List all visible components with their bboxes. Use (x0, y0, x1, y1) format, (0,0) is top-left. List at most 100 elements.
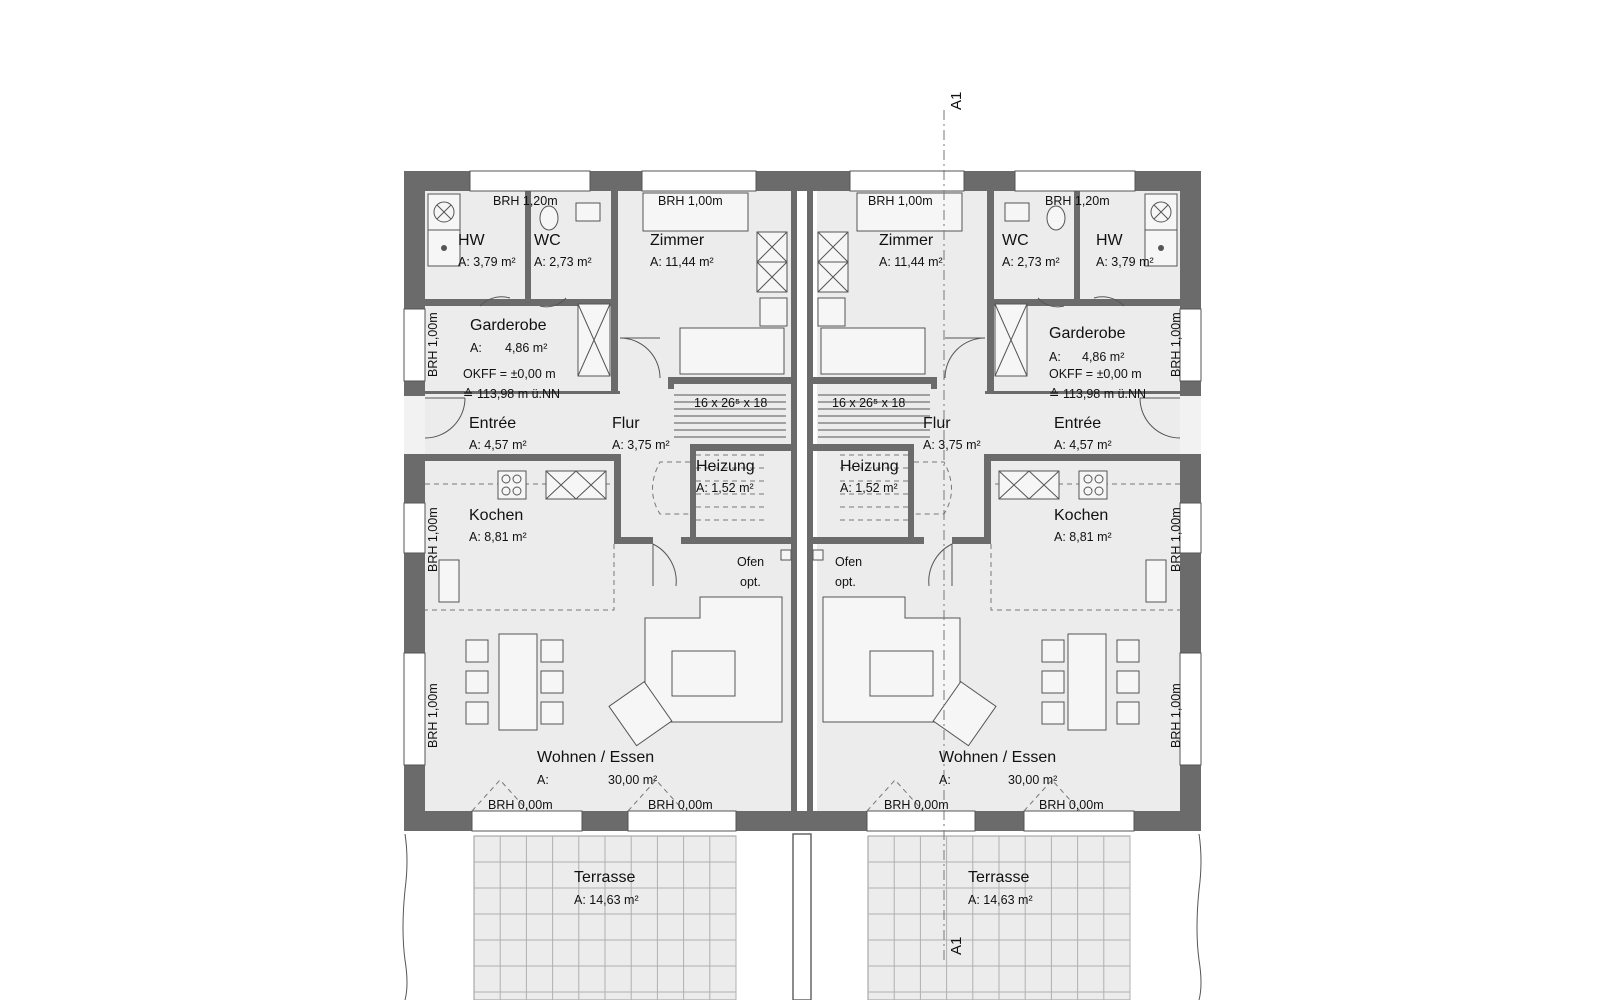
stove-label: Ofen (737, 555, 764, 569)
room-area: 4,86 m² (1082, 350, 1124, 364)
ground-edge-left (402, 833, 408, 1000)
room-name: Garderobe (470, 317, 547, 334)
sink-right (1004, 202, 1030, 222)
terrace-tiles (474, 836, 1131, 1000)
room-area: 4,86 m² (505, 341, 547, 355)
room-name: Flur (612, 415, 640, 432)
room-area: 30,00 m² (1008, 773, 1057, 787)
stair-spec: 16 x 26⁵ x 18 (832, 396, 905, 410)
room-name: Kochen (469, 507, 523, 524)
room-name: Terrasse (968, 869, 1029, 886)
party-wall-a (791, 191, 797, 811)
brh-label: BRH 1,20m (1045, 194, 1110, 208)
stairs (674, 394, 930, 521)
room-area: A: 1,52 m² (696, 481, 754, 495)
sea-level: ≙ 113,98 m ü.NN (463, 387, 560, 401)
room-area: A: 2,73 m² (1002, 255, 1060, 269)
room-area: A: 8,81 m² (1054, 530, 1112, 544)
brh-label: BRH 1,00m (426, 683, 440, 748)
unit-left-labels: BRH 1,20m BRH 1,00m HW A: 3,79 m² WC A: … (426, 194, 767, 907)
room-area: A: 1,52 m² (840, 481, 898, 495)
room-area: A: 3,75 m² (612, 438, 670, 452)
wall-south (404, 811, 1201, 831)
brh-label: BRH 0,00m (488, 798, 553, 812)
room-area: A: 14,63 m² (968, 893, 1033, 907)
stove-label: opt. (740, 575, 761, 589)
room-name: Flur (923, 415, 951, 432)
dining-table-right (1067, 633, 1107, 731)
stair-spec: 16 x 26⁵ x 18 (694, 396, 767, 410)
desk-left (642, 192, 749, 232)
toilet-left (539, 205, 559, 231)
room-area: A: 2,73 m² (534, 255, 592, 269)
stove-label: Ofen (835, 555, 862, 569)
room-area: 30,00 m² (608, 773, 657, 787)
room-area: A: 3,79 m² (458, 255, 516, 269)
room-area: A: 3,75 m² (923, 438, 981, 452)
bed-right (820, 327, 926, 375)
dining-table-left (498, 633, 538, 731)
room-area-prefix: A: (939, 773, 951, 787)
terraces (402, 833, 1202, 1000)
room-name: Wohnen / Essen (939, 749, 1056, 766)
brh-label: BRH 0,00m (884, 798, 949, 812)
room-name: Entrée (1054, 415, 1101, 432)
room-area: A: 14,63 m² (574, 893, 639, 907)
room-name: Heizung (840, 458, 899, 475)
brh-label: BRH 1,00m (426, 312, 440, 377)
room-name: Heizung (696, 458, 755, 475)
hob-right (1078, 470, 1108, 500)
windows (403, 170, 1202, 832)
brh-label: BRH 1,00m (1169, 683, 1183, 748)
room-area: A: 11,44 m² (879, 255, 943, 269)
brh-label: BRH 1,00m (1169, 312, 1183, 377)
brh-label: BRH 1,00m (868, 194, 933, 208)
room-area: A: 11,44 m² (650, 255, 714, 269)
room-name: WC (1002, 232, 1029, 249)
brh-label: BRH 0,00m (648, 798, 713, 812)
brh-label: BRH 1,20m (493, 194, 558, 208)
stove-label: opt. (835, 575, 856, 589)
room-area: A: 4,57 m² (469, 438, 527, 452)
floor-level: OKFF = ±0,00 m (463, 367, 556, 381)
furniture (427, 192, 1178, 747)
room-name: Zimmer (879, 232, 934, 249)
room-area: A: 8,81 m² (469, 530, 527, 544)
room-area-prefix: A: (1049, 350, 1061, 364)
room-name: Terrasse (574, 869, 635, 886)
toilet-right (1046, 205, 1066, 231)
hob-left (497, 470, 527, 500)
section-axis: A1 A1 (943, 92, 965, 960)
unit-right-labels: BRH 1,20m BRH 1,00m HW A: 3,79 m² WC A: … (832, 194, 1183, 907)
room-area: A: 4,57 m² (1054, 438, 1112, 452)
room-name: Kochen (1054, 507, 1108, 524)
room-name: Entrée (469, 415, 516, 432)
garden-divider (792, 833, 812, 1000)
floor-level: OKFF = ±0,00 m (1049, 367, 1142, 381)
brh-label: BRH 1,00m (658, 194, 723, 208)
room-area-prefix: A: (537, 773, 549, 787)
room-name: WC (534, 232, 561, 249)
sea-level: ≙ 113,98 m ü.NN (1049, 387, 1146, 401)
doors (424, 296, 1181, 812)
room-name: Zimmer (650, 232, 705, 249)
room-name: Wohnen / Essen (537, 749, 654, 766)
brh-label: BRH 0,00m (1039, 798, 1104, 812)
ground-edge-right (1196, 833, 1202, 1000)
party-wall-b (807, 191, 813, 811)
armchair-left (608, 681, 673, 747)
room-name: HW (458, 232, 486, 249)
brh-label: BRH 1,00m (1169, 507, 1183, 572)
bed-left (679, 327, 785, 375)
wall-north (404, 171, 1201, 191)
section-label-top: A1 (948, 92, 965, 110)
armchair-right (932, 681, 997, 747)
room-name: HW (1096, 232, 1124, 249)
brh-label: BRH 1,00m (426, 507, 440, 572)
room-area-prefix: A: (470, 341, 482, 355)
room-area: A: 3,79 m² (1096, 255, 1154, 269)
section-label-bottom: A1 (948, 937, 965, 955)
sink-left (575, 202, 601, 222)
room-name: Garderobe (1049, 325, 1126, 342)
